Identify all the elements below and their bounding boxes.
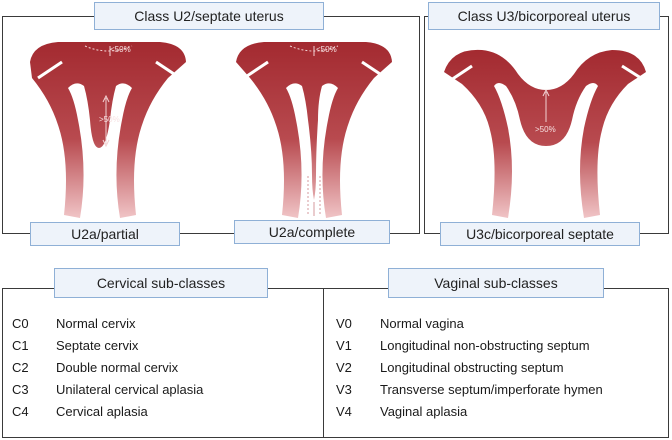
uterus-partial-septum — [30, 42, 186, 218]
subclass-label: Vaginal aplasia — [380, 404, 468, 419]
subclass-code: V3 — [336, 382, 352, 397]
subclass-label: Cervical aplasia — [56, 404, 148, 419]
subclass-divider — [323, 288, 324, 438]
u3c-tag: U3c/bicorporeal septate — [440, 222, 640, 246]
subclass-code: V2 — [336, 360, 352, 375]
subclass-label: Normal cervix — [56, 316, 136, 331]
subclass-label: Longitudinal non-obstructing septum — [380, 338, 590, 353]
uterus-complete-septum — [236, 42, 392, 218]
subclass-code: C4 — [12, 404, 29, 419]
uterus-bicorporeal — [444, 49, 646, 218]
vaginal-title-tag: Vaginal sub-classes — [388, 268, 604, 298]
pct-lt50-complete: <50% — [316, 45, 337, 54]
subclass-code: C2 — [12, 360, 29, 375]
subclass-label: Longitudinal obstructing septum — [380, 360, 564, 375]
pct-gt50-bicorporeal: >50% — [535, 125, 556, 134]
u2-title-tag: Class U2/septate uterus — [94, 2, 324, 30]
pct-lt50-partial: <50% — [110, 45, 131, 54]
subclass-label: Double normal cervix — [56, 360, 179, 375]
subclass-code: V1 — [336, 338, 352, 353]
u3-title-tag: Class U3/bicorporeal uterus — [428, 2, 660, 30]
u2a-complete-tag: U2a/complete — [234, 220, 390, 244]
subclass-label: Septate cervix — [56, 338, 139, 353]
subclass-code: V4 — [336, 404, 352, 419]
cervical-title-tag: Cervical sub-classes — [54, 268, 268, 298]
u2a-partial-tag: U2a/partial — [30, 222, 180, 246]
subclass-label: Normal vagina — [380, 316, 464, 331]
subclass-code: V0 — [336, 316, 352, 331]
subclass-label: Unilateral cervical aplasia — [56, 382, 204, 397]
subclass-code: C1 — [12, 338, 29, 353]
subclass-code: C3 — [12, 382, 29, 397]
pct-gt50-partial: >50% — [99, 115, 120, 124]
subclass-label: Transverse septum/imperforate hymen — [380, 382, 603, 397]
subclass-code: C0 — [12, 316, 29, 331]
subclass-table-frame — [2, 288, 669, 438]
